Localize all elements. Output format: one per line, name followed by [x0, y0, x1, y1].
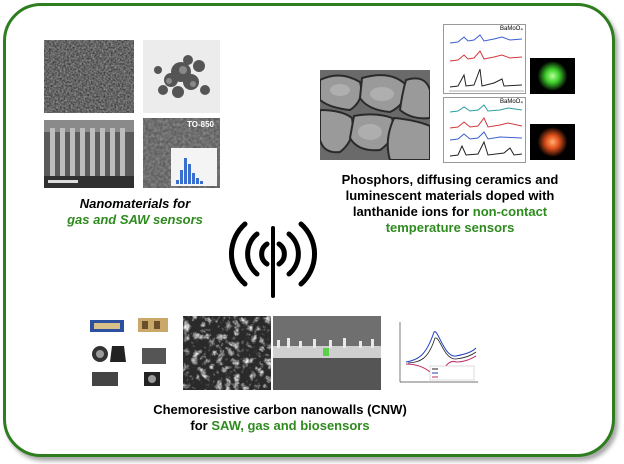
xrd-pattern-bottom: BaMoO₄ [443, 97, 526, 163]
caption-nano-line1: Nanomaterials for [79, 196, 191, 211]
wireless-signal-icon [229, 221, 317, 298]
orange-luminescence-photo [530, 124, 575, 160]
caption-cnw: Chemoresistive carbon nanowalls (CNW) fo… [140, 402, 420, 434]
cnw-top-view-sem [183, 316, 271, 390]
grain-graphic [320, 70, 430, 160]
xrd-bottom-tag: BaMoO₄ [500, 99, 523, 105]
cnw-sensor-devices-photo [84, 316, 180, 390]
sem-micrograph-top-left [44, 40, 134, 113]
cyclic-voltammetry-plot [386, 318, 482, 392]
xrd-pattern-top: BaMoO₄ [443, 24, 526, 94]
green-luminescence-photo [530, 58, 575, 94]
xrd-top-graphic [449, 34, 524, 92]
tem-with-histogram: TO-850 [143, 118, 220, 188]
cnw-texture [183, 316, 271, 390]
cv-graphic [399, 322, 478, 383]
caption-phos-line3b: non-contact [472, 204, 548, 219]
tem-particles [143, 40, 220, 113]
tem-micrograph-top [143, 40, 220, 113]
caption-phos-line4: temperature sensors [385, 220, 515, 235]
caption-cnw-line2: for SAW, gas and biosensors [140, 418, 420, 434]
cnw-cross-section-sem [273, 316, 381, 390]
tem-histogram-graphic [143, 118, 220, 188]
caption-cnw-line2a: for [190, 418, 212, 433]
xrd-top-tag: BaMoO₄ [500, 26, 523, 32]
caption-phos-line2: luminescent materials doped with [345, 188, 555, 203]
orange-glow [530, 124, 575, 160]
caption-phosphors: Phosphors, diffusing ceramics and lumine… [330, 172, 570, 236]
devices-graphic [90, 318, 168, 386]
sem-texture [44, 40, 134, 113]
caption-phos-line3: lanthanide ions for non-contact [330, 204, 570, 220]
caption-cnw-line1: Chemoresistive carbon nanowalls (CNW) [153, 402, 407, 417]
caption-nano-line2: gas and SAW sensors [67, 212, 203, 227]
caption-cnw-line2b: SAW, gas and biosensors [211, 418, 370, 433]
caption-nanomaterials: Nanomaterials for gas and SAW sensors [40, 196, 230, 228]
green-glow [530, 58, 575, 94]
tem-tag: TO-850 [187, 120, 214, 129]
caption-phos-line1: Phosphors, diffusing ceramics and [341, 172, 559, 187]
cross-section-sem-pillars [44, 120, 134, 188]
cnw-section-graphic [273, 316, 381, 390]
caption-phos-line3a: lanthanide ions for [352, 204, 473, 219]
sem-ceramic-grains [320, 70, 430, 160]
pillars-graphic [44, 120, 134, 188]
xrd-bottom-graphic [449, 104, 523, 157]
